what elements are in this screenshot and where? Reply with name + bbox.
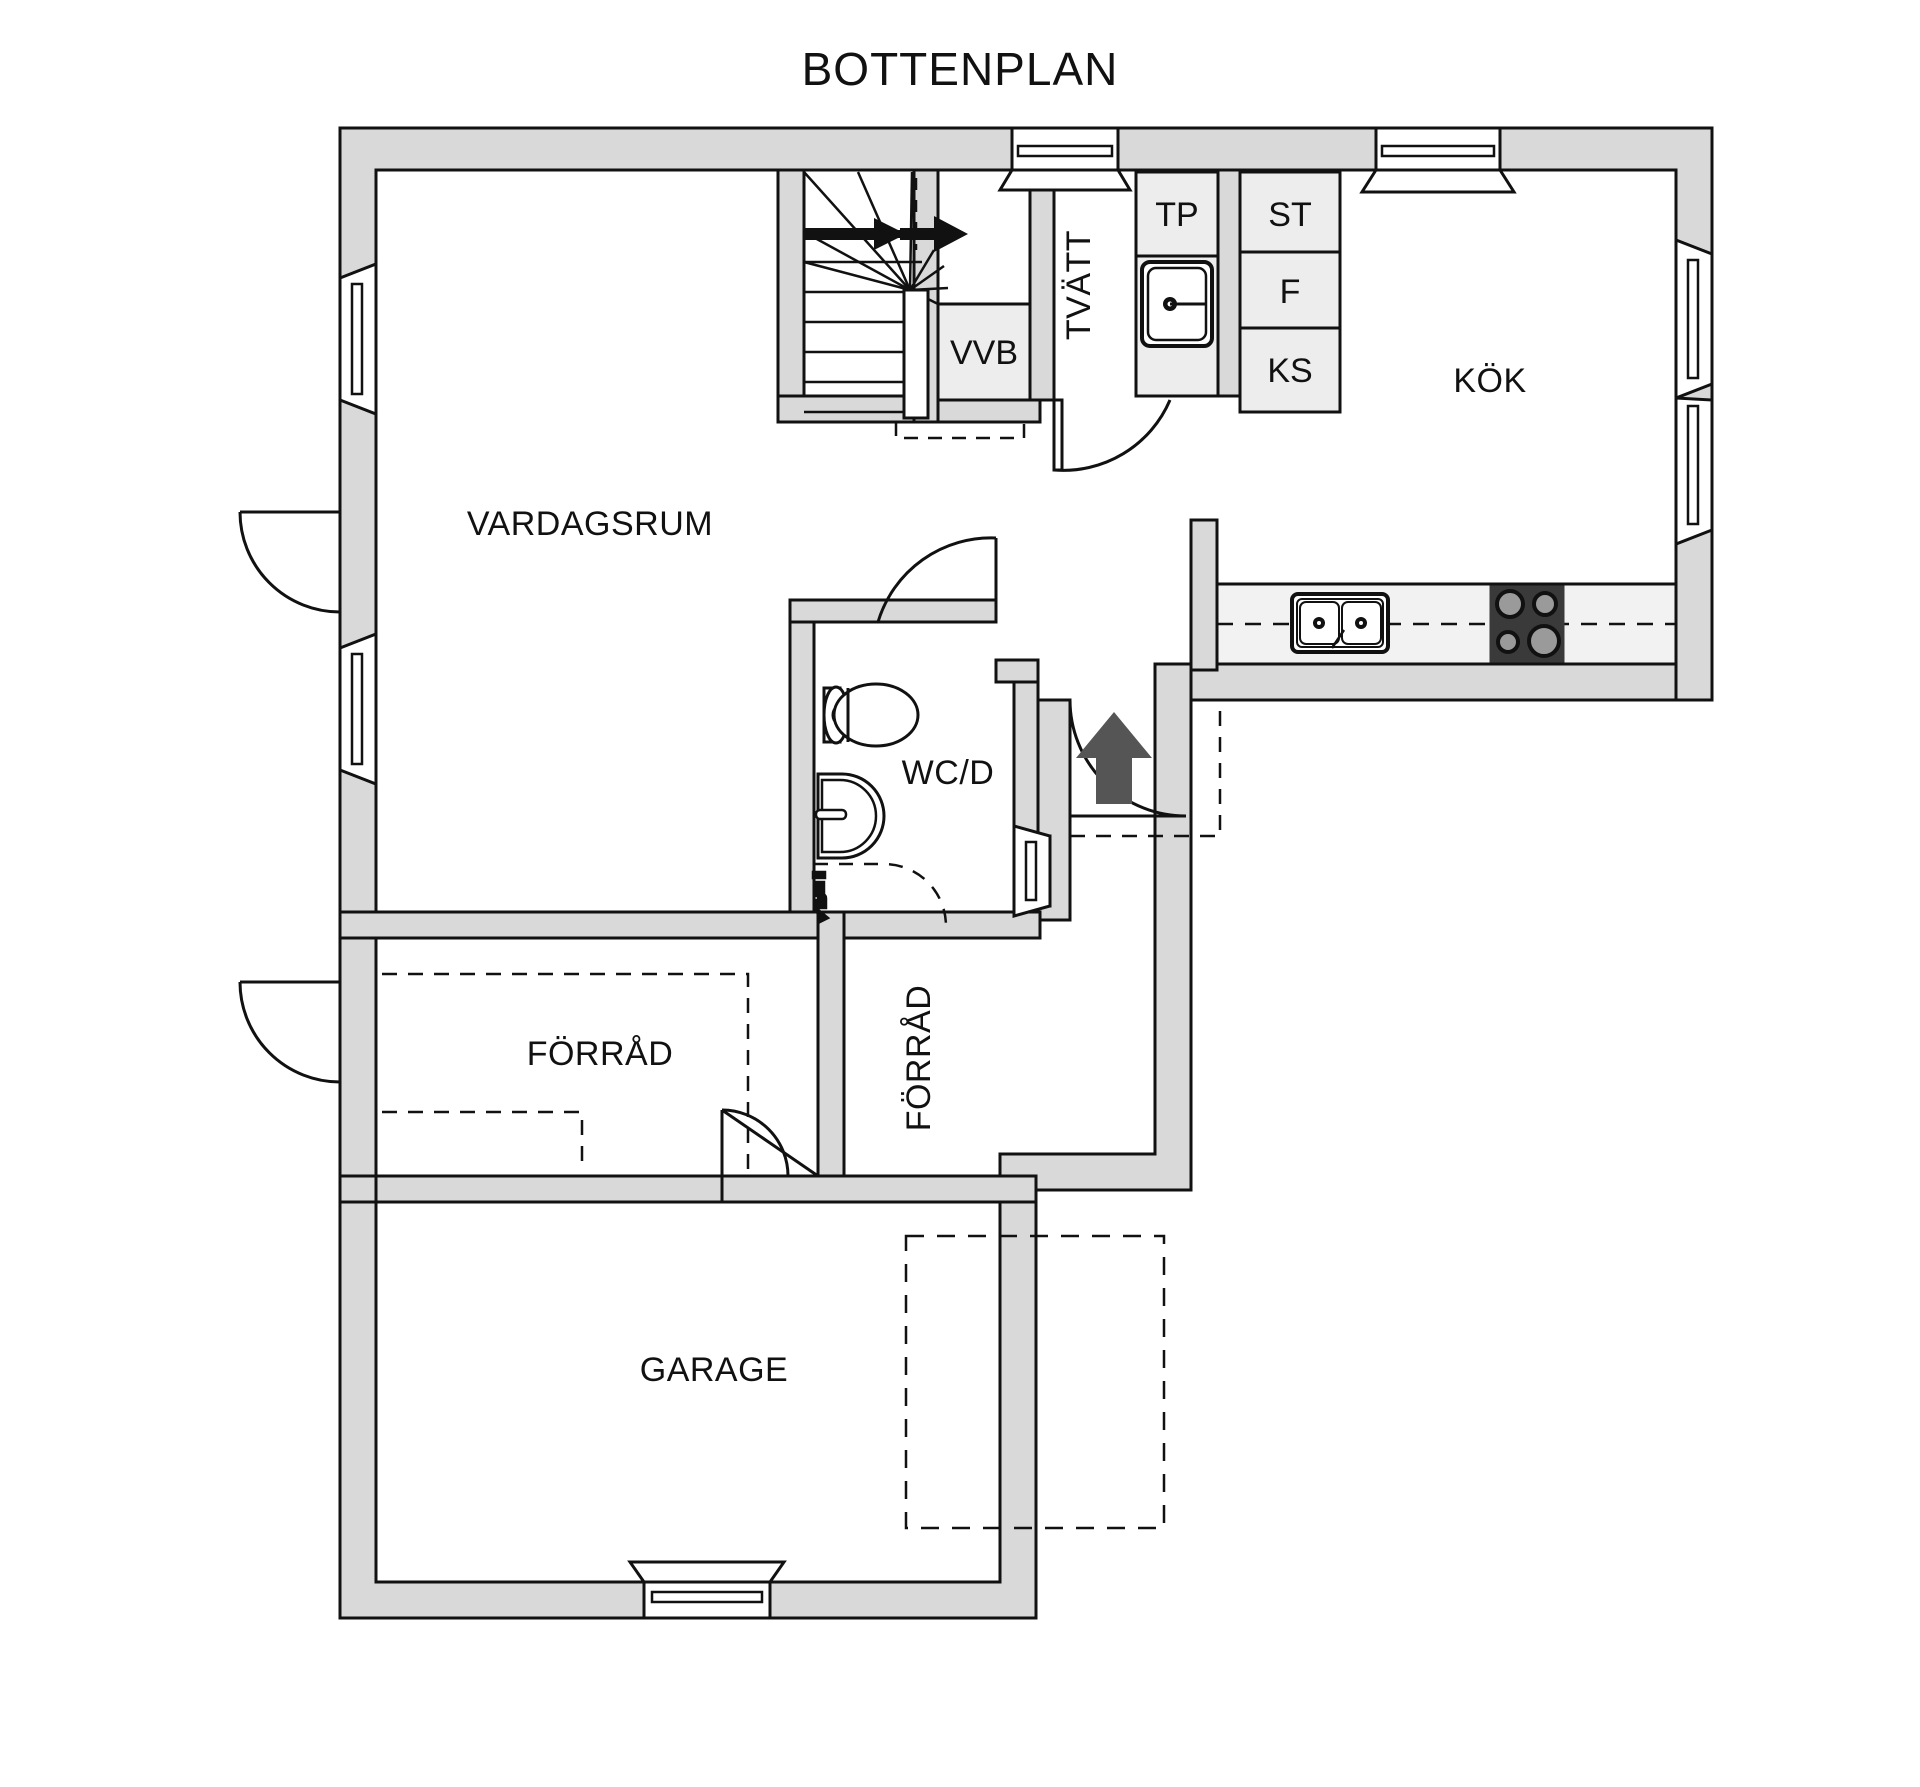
walls-layer — [338, 126, 1714, 1620]
fixtures-layer — [382, 170, 1678, 1530]
water-heater-icon — [936, 302, 1032, 402]
partition-kitchen-south-stub — [1189, 518, 1219, 672]
door-living-west — [238, 510, 341, 614]
window-living-north — [338, 261, 378, 417]
room-label-kok: KÖK — [1453, 362, 1526, 400]
room-label-vardagsrum: VARDAGSRUM — [467, 505, 713, 543]
window-living-south — [338, 631, 378, 787]
fixture-label-f: F — [1280, 273, 1301, 311]
entry-dashed-zone — [1070, 700, 1222, 838]
partition-wc-west — [788, 598, 816, 922]
door-forrad-inner — [720, 1108, 819, 1178]
kitchen-sink-icon — [1290, 592, 1390, 654]
fixture-label-vvb: VVB — [950, 334, 1018, 372]
shower-icon — [811, 870, 831, 924]
window-kitchen-east-upper — [1674, 237, 1714, 401]
washing-machine-icon — [1140, 260, 1214, 348]
kitchen-wing-south-wall — [1189, 662, 1678, 702]
room-label-garage: GARAGE — [640, 1351, 788, 1389]
st-cabinet — [1238, 170, 1342, 254]
fixture-label-ks: KS — [1267, 352, 1312, 390]
fridge-cabinet — [1238, 250, 1342, 330]
door-forrad-west — [238, 980, 341, 1084]
toilet-icon — [822, 682, 920, 748]
partition-wc-east-jog — [994, 658, 1040, 684]
window-kitchen-north — [1359, 126, 1517, 194]
fixture-label-tp: TP — [1155, 196, 1198, 234]
windows-layer — [338, 126, 1714, 1620]
room-label-forrad-vanster: FÖRRÅD — [527, 1035, 674, 1073]
partition-forrad-door-stub — [374, 1174, 724, 1204]
page-title: BOTTENPLAN — [801, 43, 1119, 95]
partition-living-hall — [776, 168, 806, 424]
partition-wc-north — [788, 598, 998, 624]
staircase-icon — [803, 171, 1026, 440]
stair-direction-arrow — [804, 216, 968, 252]
fixture-label-st: ST — [1268, 196, 1311, 234]
entrance-direction-arrow — [1076, 712, 1152, 804]
shower-zone — [814, 862, 948, 927]
window-hall-north — [997, 126, 1133, 192]
door-tvatt — [1052, 398, 1172, 472]
tp-cabinet — [1134, 170, 1220, 258]
window-kitchen-east-lower — [1674, 396, 1714, 547]
garage-vehicle-outline — [904, 1234, 1166, 1530]
partition-storage-north — [338, 910, 1042, 940]
window-wc-east — [1012, 824, 1052, 918]
window-garage-south — [627, 1560, 787, 1620]
room-label-wcd: WC/D — [902, 754, 995, 792]
wash-basin-icon — [814, 772, 886, 860]
room-label-forrad-hoger: FÖRRÅD — [900, 985, 938, 1132]
cooktop-icon — [1489, 585, 1565, 663]
forrad-shelving-lower — [382, 1110, 584, 1172]
labels-layer: VARDAGSRUM KÖK TVÄTT WC/D FÖRRÅD FÖRRÅD … — [467, 196, 1526, 1389]
freezer-cabinet — [1238, 326, 1342, 414]
partition-tvatt-west — [1028, 168, 1056, 402]
door-wc — [876, 536, 998, 623]
room-label-tvatt: TVÄTT — [1060, 230, 1098, 340]
forrad-shelving — [382, 972, 750, 1172]
partition-forrad-divider — [816, 910, 846, 1204]
partition-tvatt-east — [1216, 168, 1242, 398]
